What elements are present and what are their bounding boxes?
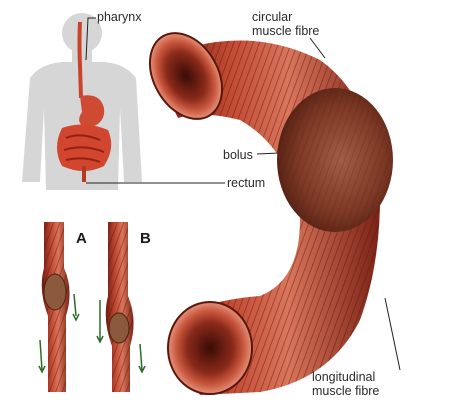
panel-label-b: B <box>140 230 151 247</box>
label-bolus: bolus <box>223 148 253 162</box>
label-longitudinal-line1: longitudinal <box>312 370 375 384</box>
label-pharynx: pharynx <box>97 10 141 24</box>
panel-a-bolus <box>44 274 66 310</box>
label-circular-muscle-line1: circular <box>252 10 292 24</box>
tube-opening-bottom <box>168 302 252 394</box>
label-rectum: rectum <box>227 176 265 190</box>
panel-b-bolus <box>109 313 129 343</box>
panel-label-a: A <box>76 230 87 247</box>
panel-a-tube <box>39 222 79 392</box>
panel-b-tube <box>97 222 145 392</box>
intestine-tube <box>135 20 393 395</box>
label-longitudinal-line2: muscle fibre <box>312 384 379 398</box>
label-circular-muscle-line2: muscle fibre <box>252 24 319 38</box>
